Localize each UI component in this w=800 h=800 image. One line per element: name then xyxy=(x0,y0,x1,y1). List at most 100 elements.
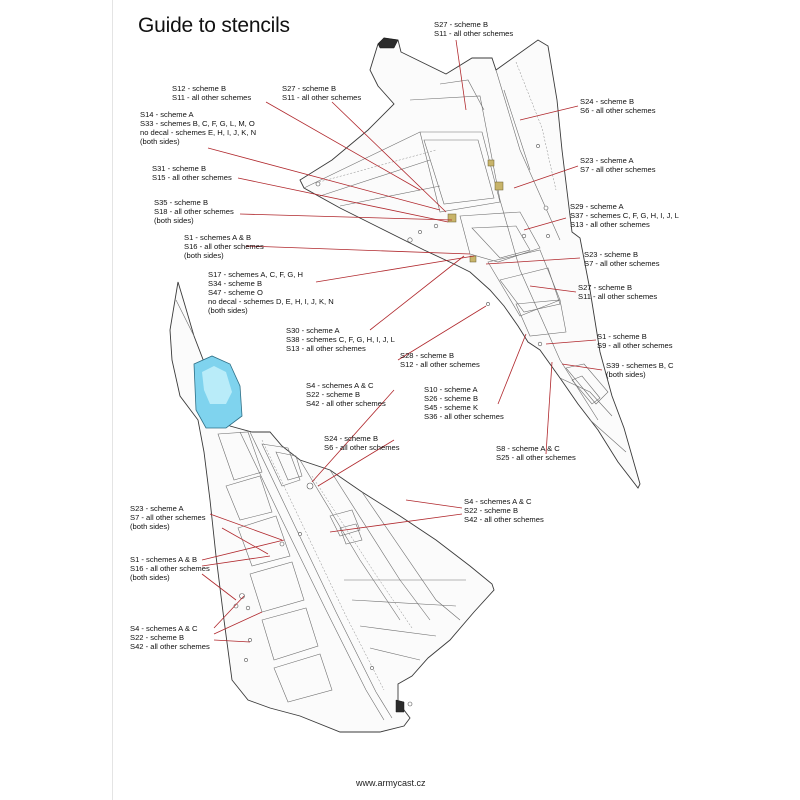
callout-line: S4 - schemes A & C xyxy=(130,624,198,633)
callout-line: S12 - all other schemes xyxy=(400,360,480,369)
bottom-view-keel xyxy=(239,431,385,721)
callout-line: (both sides) xyxy=(130,573,170,582)
callout-line: S27 - scheme B xyxy=(434,20,489,29)
stencil-marker xyxy=(447,213,457,223)
callout-line: (both sides) xyxy=(184,251,224,260)
callout-line: S12 - scheme B xyxy=(172,84,227,93)
leader-line xyxy=(329,513,463,533)
callout-line: S11 - all other schemes xyxy=(434,29,514,38)
callout-line: S6 - all other schemes xyxy=(324,443,400,452)
callout-line: S33 - schemes B, C, F, G, L, M, O xyxy=(140,119,255,128)
callout-line: (both sides) xyxy=(130,522,170,531)
callout-line: S30 - scheme A xyxy=(286,326,340,335)
leader-line xyxy=(455,39,467,111)
leader-line xyxy=(317,439,395,487)
callout-line: S16 - all other schemes xyxy=(184,242,264,251)
leader-line xyxy=(315,255,475,283)
callout-line: S27 - scheme B xyxy=(578,283,633,292)
leader-line xyxy=(213,639,251,643)
callout-line: S31 - scheme B xyxy=(152,164,207,173)
callout-line: S35 - scheme B xyxy=(154,198,209,207)
leader-line xyxy=(221,527,269,555)
leader-line xyxy=(201,555,271,567)
callout-line: S8 - scheme A & C xyxy=(496,444,560,453)
callout-line: S7 - all other schemes xyxy=(580,165,656,174)
top-view-spine xyxy=(409,95,599,421)
callout-line: S23 - scheme A xyxy=(130,504,184,513)
leader-line xyxy=(311,389,395,483)
callout-line: S23 - scheme A xyxy=(580,156,634,165)
callout-line: S34 - scheme B xyxy=(208,279,263,288)
callout-line: S9 - all other schemes xyxy=(597,341,673,350)
leader-lines xyxy=(201,39,603,643)
callout-s39: S39 - schemes B, C(both sides) xyxy=(606,361,674,379)
leader-line xyxy=(545,339,597,345)
callout-line: S23 - scheme B xyxy=(584,250,639,259)
aircraft-top-view xyxy=(299,37,641,489)
leader-line xyxy=(245,245,471,255)
callout-line: S16 - all other schemes xyxy=(130,564,210,573)
callout-line: S36 - all other schemes xyxy=(424,412,504,421)
callout-line: S1 - scheme B xyxy=(597,332,647,341)
callout-line: S39 - schemes B, C xyxy=(606,361,674,370)
callout-line: S45 - scheme K xyxy=(424,403,479,412)
callout-line: S42 - all other schemes xyxy=(306,399,386,408)
leader-line xyxy=(545,361,553,455)
callout-line: (both sides) xyxy=(606,370,646,379)
callout-line: S42 - all other schemes xyxy=(464,515,544,524)
callout-line: S22 - scheme B xyxy=(306,390,361,399)
stencil-marker xyxy=(487,159,495,167)
aircraft-bottom-view xyxy=(169,281,495,733)
leader-line xyxy=(237,177,449,223)
callout-line: S42 - all other schemes xyxy=(130,642,210,651)
leader-line xyxy=(207,147,441,211)
top-view-fin-tip xyxy=(377,37,399,49)
page-title: Guide to stencils xyxy=(138,14,290,37)
callout-line: S7 - all other schemes xyxy=(584,259,660,268)
leader-line xyxy=(561,363,603,371)
callout-line: S10 - scheme A xyxy=(424,385,478,394)
callout-line: S28 - scheme B xyxy=(400,351,455,360)
callout-line: S22 - scheme B xyxy=(130,633,185,642)
callout-line: S25 - all other schemes xyxy=(496,453,576,462)
leader-line xyxy=(201,539,285,561)
leader-line xyxy=(397,305,487,361)
callout-line: S29 - scheme A xyxy=(570,202,624,211)
callout-line: S17 - schemes A, C, F, G, H xyxy=(208,270,303,279)
callout-line: S13 - all other schemes xyxy=(570,220,650,229)
leader-line xyxy=(497,333,527,405)
callout-line: S24 - scheme B xyxy=(580,97,635,106)
leader-line xyxy=(265,101,421,191)
callout-line: no decal - schemes D, E, H, I, J, K, N xyxy=(208,297,334,306)
callout-line: S26 - scheme B xyxy=(424,394,479,403)
callout-line: S37 - schemes C, F, G, H, I, J, L xyxy=(570,211,679,220)
callout-line: S47 - scheme O xyxy=(208,288,263,297)
callout-line: S13 - all other schemes xyxy=(286,344,366,353)
leader-line xyxy=(369,255,465,331)
callout-line: (both sides) xyxy=(154,216,194,225)
leader-line xyxy=(485,257,581,265)
callout-line: S11 - all other schemes xyxy=(578,292,658,301)
callout-line: S11 - all other schemes xyxy=(282,93,362,102)
callout-line: (both sides) xyxy=(140,137,180,146)
